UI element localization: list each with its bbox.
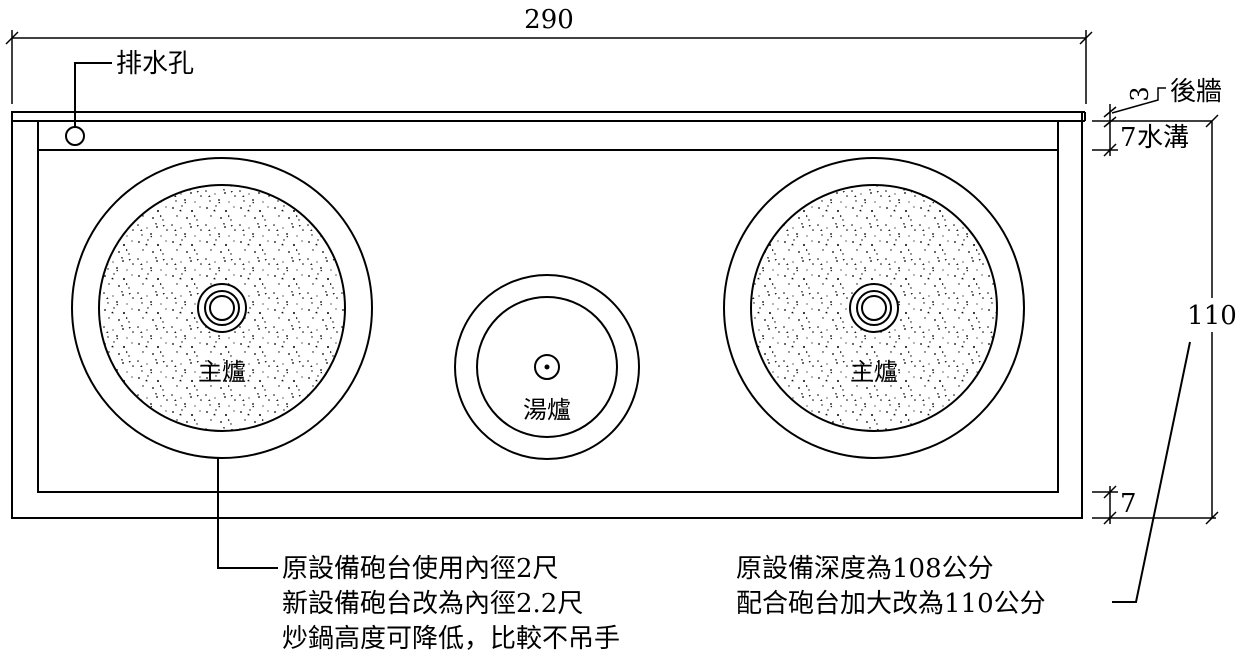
depth-dimensions: 3 後牆 7 水溝 110 7 xyxy=(1092,77,1240,525)
leader-lines xyxy=(217,341,1191,603)
drain-hole: 排水孔 xyxy=(65,49,194,146)
soup-burner-label: 湯爐 xyxy=(523,396,571,424)
left-note-line-1: 原設備砲台使用內徑2尺 xyxy=(282,554,559,584)
trough-dimension-label: 7 xyxy=(1120,123,1137,153)
drain-hole-icon xyxy=(65,126,85,146)
left-note-leader xyxy=(217,458,278,569)
cooking-surface xyxy=(37,120,1059,493)
right-note-line-1: 原設備深度為108公分 xyxy=(736,554,994,584)
right-note-line-2: 配合砲台加大改為110公分 xyxy=(736,589,1046,619)
burner-nozzle-left-icon xyxy=(209,295,235,321)
back-wall-dimension-label: 3 xyxy=(1126,86,1154,101)
left-note-line-2: 新設備砲台改為內徑2.2尺 xyxy=(282,589,583,619)
depth-dimension-label: 110 xyxy=(1187,301,1237,331)
right-note: 原設備深度為108公分 配合砲台加大改為110公分 xyxy=(736,554,1046,619)
width-dimension-label: 290 xyxy=(524,5,574,35)
main-burner-left-label: 主爐 xyxy=(198,358,246,386)
trough-label: 水溝 xyxy=(1137,123,1189,153)
soup-burner: 湯爐 xyxy=(454,274,640,460)
main-burner-right: 主爐 xyxy=(723,157,1025,459)
stove-body xyxy=(11,111,1086,519)
main-burner-right-label: 主爐 xyxy=(850,358,898,386)
width-dimension: 290 xyxy=(5,5,1093,104)
front-dimension-label: 7 xyxy=(1120,489,1137,519)
right-note-leader xyxy=(1112,341,1191,603)
left-note: 原設備砲台使用內徑2尺 新設備砲台改為內徑2.2尺 炒鍋高度可降低，比較不吊手 xyxy=(282,554,620,654)
burner-nozzle-right-icon xyxy=(861,295,887,321)
soup-burner-nozzle-icon xyxy=(534,354,560,380)
main-burner-left: 主爐 xyxy=(71,157,373,459)
left-note-line-3: 炒鍋高度可降低，比較不吊手 xyxy=(282,624,620,654)
drain-hole-label: 排水孔 xyxy=(116,49,194,79)
back-wall-label: 後牆 xyxy=(1170,77,1222,107)
